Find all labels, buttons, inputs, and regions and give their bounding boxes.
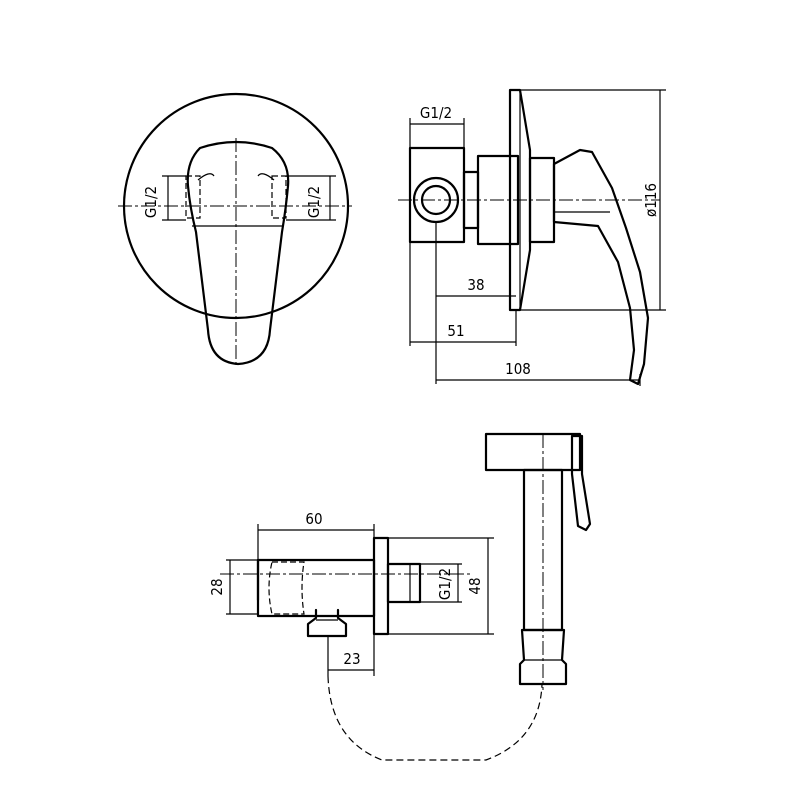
sprayer-trigger bbox=[570, 434, 592, 532]
hand-sprayer bbox=[484, 432, 592, 690]
dim-23-label: 23 bbox=[343, 650, 360, 668]
threaded-spigot bbox=[386, 562, 422, 604]
hidden-inlet-right bbox=[271, 175, 287, 219]
dim-51-label: 51 bbox=[447, 322, 464, 340]
lever-inner-left bbox=[197, 173, 215, 181]
dim-28-label: 28 bbox=[208, 578, 226, 595]
inlet-port-inner bbox=[420, 184, 452, 216]
hose bbox=[327, 675, 543, 761]
hidden-inlet-left bbox=[185, 175, 201, 219]
valve-cartridge bbox=[476, 154, 520, 246]
dim-48-label: 48 bbox=[466, 577, 484, 594]
thread-label-right: G1/2 bbox=[305, 186, 323, 218]
dim-38-label: 38 bbox=[467, 276, 484, 294]
sprayer-hose-nut bbox=[518, 628, 568, 686]
sprayer-head bbox=[484, 432, 582, 472]
side-lever bbox=[552, 148, 650, 386]
thread-label: G1/2 bbox=[436, 568, 454, 600]
dim-108-label: 108 bbox=[505, 360, 531, 378]
dim-60-label: 60 bbox=[305, 510, 322, 528]
inlet-block bbox=[408, 146, 466, 244]
front-view: G1/2 G1/2 bbox=[118, 92, 352, 368]
thread-label-top: G1/2 bbox=[420, 104, 452, 122]
side-view: G1/2 38 51 108 ø116 bbox=[398, 88, 666, 386]
hose-connector bbox=[306, 608, 348, 638]
dia-label: ø116 bbox=[642, 183, 660, 217]
lever-handle bbox=[186, 140, 290, 366]
holder-view: 60 28 G1/2 48 23 bbox=[208, 510, 543, 761]
holder-block bbox=[256, 558, 376, 618]
thread-label-left: G1/2 bbox=[142, 186, 160, 218]
holder-slot-hidden bbox=[268, 561, 305, 615]
holder-backplate bbox=[372, 536, 390, 636]
